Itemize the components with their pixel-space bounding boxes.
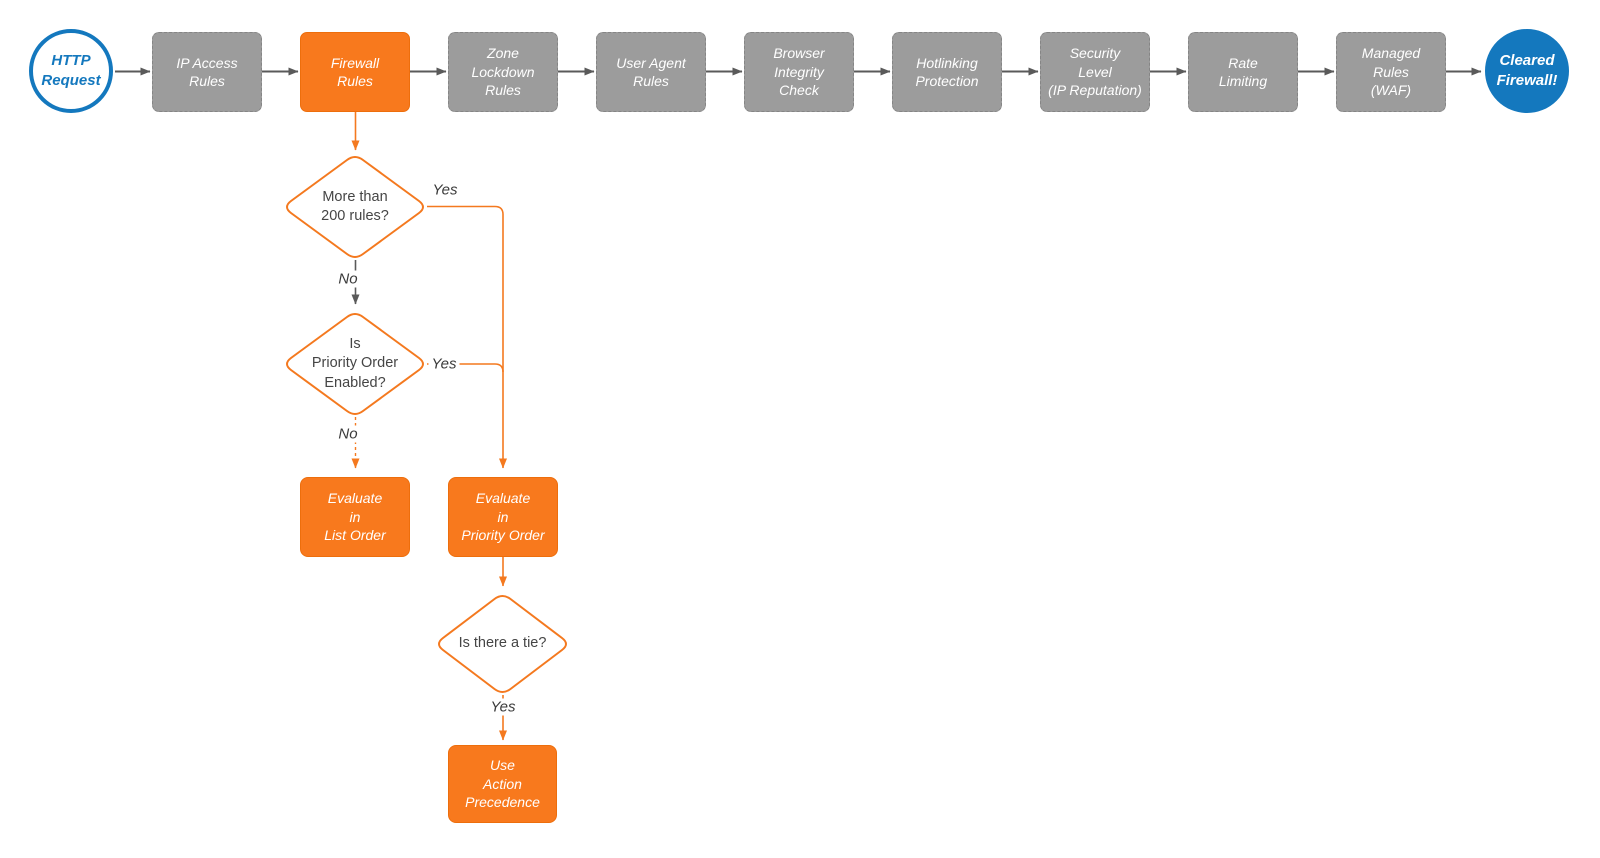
action-node-label: Evaluate in List Order <box>324 490 386 544</box>
action-node-label: Use Action Precedence <box>465 757 540 811</box>
pipeline-node-ip-access-rules: IP Access Rules <box>152 32 262 112</box>
end-node-label: Cleared Firewall! <box>1496 52 1558 89</box>
edge-label-decision2-no: No <box>335 425 361 443</box>
end-node-cleared-firewall: Cleared Firewall! <box>1485 29 1569 113</box>
edge-label-decision2-yes: Yes <box>428 355 460 373</box>
decision1-diamond-shape <box>286 156 424 258</box>
pipeline-node-label: Rate Limiting <box>1218 54 1268 89</box>
pipeline-node-rate-limiting: Rate Limiting <box>1188 32 1298 112</box>
edge-label-decision1-yes: Yes <box>429 181 461 199</box>
decision3-diamond-shape <box>438 595 567 693</box>
action-node-label: Evaluate in Priority Order <box>461 490 545 544</box>
decision2-diamond-shape <box>286 313 424 415</box>
pipeline-node-label: Firewall Rules <box>330 54 380 89</box>
pipeline-node-label: User Agent Rules <box>616 54 686 89</box>
edge-label-decision1-no: No <box>335 270 361 288</box>
pipeline-node-managed-rules-waf: Managed Rules (WAF) <box>1336 32 1446 112</box>
start-node-http-request: HTTP Request <box>29 29 113 113</box>
pipeline-node-firewall-rules: Firewall Rules <box>300 32 410 112</box>
edge-label-decision3-yes: Yes <box>487 698 519 716</box>
start-node-label: HTTP Request <box>41 52 101 89</box>
pipeline-node-security-level: Security Level (IP Reputation) <box>1040 32 1150 112</box>
pipeline-node-label: Managed Rules (WAF) <box>1361 45 1421 99</box>
action-node-evaluate-in-priority-order: Evaluate in Priority Order <box>448 477 558 557</box>
pipeline-node-browser-integrity-check: Browser Integrity Check <box>744 32 854 112</box>
action-node-evaluate-in-list-order: Evaluate in List Order <box>300 477 410 557</box>
edge-decision1-yes-to-priority-order <box>427 205 507 469</box>
pipeline-node-zone-lockdown-rules: Zone Lockdown Rules <box>448 32 558 112</box>
pipeline-node-label: Zone Lockdown Rules <box>471 45 535 99</box>
pipeline-node-label: Browser Integrity Check <box>773 45 825 99</box>
pipeline-node-label: Hotlinking Protection <box>915 54 979 89</box>
pipeline-node-label: IP Access Rules <box>176 54 238 89</box>
pipeline-node-label: Security Level (IP Reputation) <box>1048 45 1142 99</box>
pipeline-node-user-agent-rules: User Agent Rules <box>596 32 706 112</box>
pipeline-node-hotlinking-protection: Hotlinking Protection <box>892 32 1002 112</box>
action-node-use-action-precedence: Use Action Precedence <box>448 745 557 823</box>
